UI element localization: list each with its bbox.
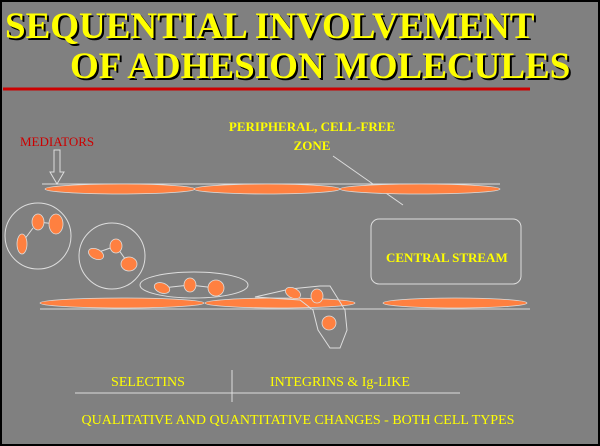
upper-vessel-wall: [42, 183, 501, 195]
mediators-label: MEDIATORS: [20, 134, 94, 149]
rolling-leukocyte: [139, 271, 249, 299]
central-stream-label: CENTRAL STREAM: [386, 250, 508, 265]
free-leukocyte-1: [4, 202, 72, 270]
title-line1: SEQUENTIAL INVOLVEMENT: [5, 6, 535, 47]
footer-text: QUALITATIVE AND QUANTITATIVE CHANGES - B…: [82, 413, 515, 428]
peripheral-zone-label-2: ZONE: [294, 138, 331, 153]
title-line2: OF ADHESION MOLECULES: [70, 46, 570, 87]
selectins-label: SELECTINS: [111, 375, 185, 390]
migrating-leukocyte: [254, 285, 348, 349]
integrins-label: INTEGRINS & Ig-LIKE: [270, 375, 410, 390]
mediators-arrow-icon: [49, 149, 65, 185]
title: SEQUENTIAL INVOLVEMENT OF ADHESION MOLEC…: [3, 6, 570, 91]
central-stream-box: [370, 218, 522, 285]
peripheral-zone-pointer: [332, 155, 404, 206]
free-leukocyte-2: [78, 222, 146, 290]
peripheral-zone-label-1: PERIPHERAL, CELL-FREE: [229, 119, 395, 134]
lower-vessel-wall: [39, 297, 530, 310]
